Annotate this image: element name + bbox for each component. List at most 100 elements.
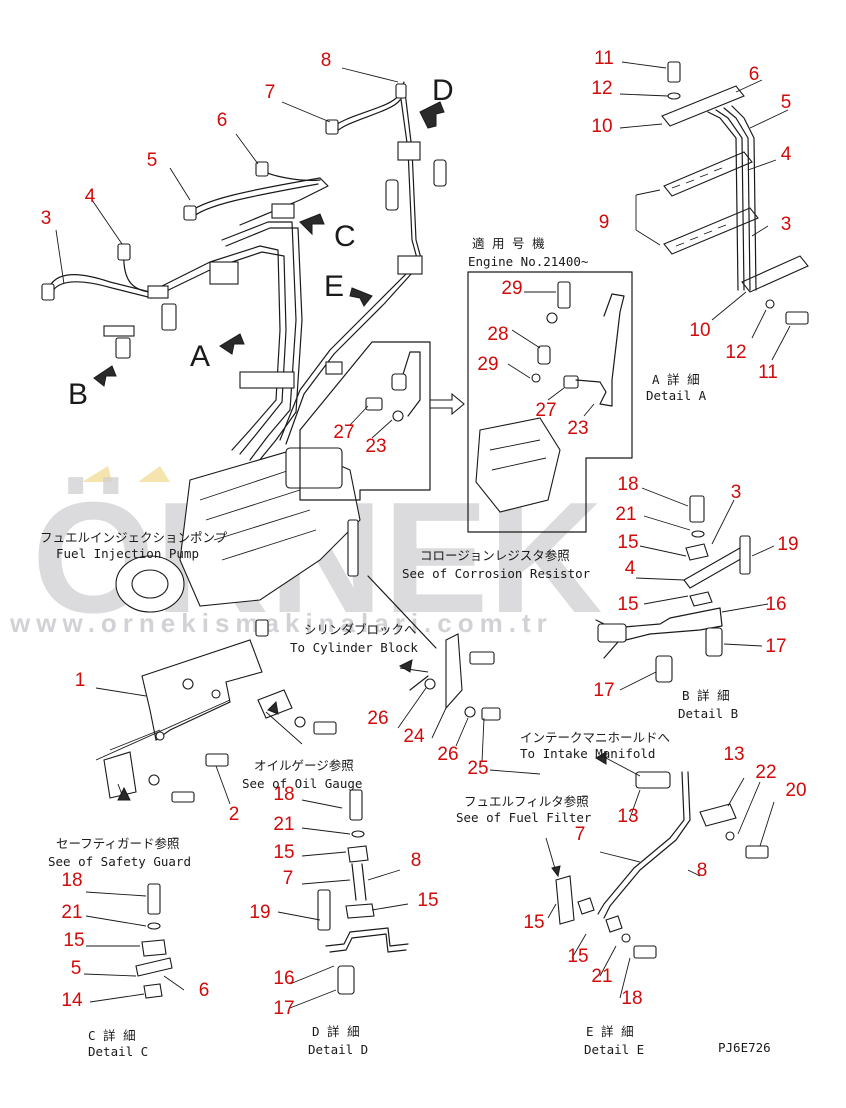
view-arrow-c (299, 213, 325, 236)
detail-b-label-en: Detail B (678, 706, 738, 721)
oil-ref-jp: オイルゲージ参照 (254, 758, 354, 773)
view-letter-d: D (432, 74, 454, 107)
applicable-label-jp: 適 用 号 機 (472, 236, 545, 251)
callout-8: 8 (321, 50, 332, 71)
callout-23: 23 (365, 436, 386, 457)
callout-23: 23 (567, 418, 588, 439)
callout-5: 5 (147, 150, 158, 171)
callout-22: 22 (755, 762, 776, 783)
pump-label-jp: フュエルインジェクションポンプ (40, 530, 228, 545)
guard-ref-jp: セーフティガード参照 (56, 836, 180, 851)
corrosion-ref-jp: コロージョンレジスタ参照 (420, 548, 570, 563)
callout-5: 5 (781, 92, 792, 113)
watermark-accent-left (82, 466, 112, 482)
detail-a-label-jp: A 詳 細 (652, 372, 700, 387)
callout-18: 18 (273, 784, 294, 805)
callout-10: 10 (591, 116, 612, 137)
callout-4: 4 (625, 558, 636, 579)
callout-29: 29 (477, 354, 498, 375)
callout-8: 8 (697, 860, 708, 881)
view-arrow-b (93, 365, 117, 387)
watermark-url: www.ornekismakinalari.com.tr (9, 608, 553, 638)
callout-15: 15 (417, 890, 438, 911)
detail-a-drawing (635, 61, 809, 325)
callout-18: 18 (61, 870, 82, 891)
callout-21: 21 (591, 966, 612, 987)
watermark-accent-right (138, 466, 170, 482)
detail-c-drawing (135, 883, 173, 999)
guard-ref-arrow (117, 786, 131, 801)
cylinder-ref-arrow (398, 659, 413, 673)
callout-15: 15 (567, 946, 588, 967)
callout-5: 5 (71, 958, 82, 979)
callout-3: 3 (41, 208, 52, 229)
callout-24: 24 (403, 726, 425, 747)
callout-19: 19 (777, 534, 798, 555)
cylinder-ref-en: To Cylinder Block (290, 640, 418, 655)
view-letter-b: B (68, 378, 88, 411)
callout-27: 27 (333, 422, 354, 443)
callout-8: 8 (411, 850, 422, 871)
detail-b-label-jp: B 詳 細 (682, 688, 730, 703)
callout-18: 18 (621, 988, 642, 1009)
callout-2: 2 (229, 804, 240, 825)
callout-26: 26 (367, 708, 388, 729)
bracket-assembly (95, 575, 501, 803)
callout-3: 3 (731, 482, 742, 503)
view-letter-e: E (324, 270, 344, 303)
view-arrow-e (349, 287, 373, 307)
callout-10: 10 (689, 320, 710, 341)
callout-4: 4 (85, 186, 96, 207)
callout-7: 7 (575, 824, 586, 845)
callout-17: 17 (273, 998, 294, 1019)
callout-16: 16 (273, 968, 294, 989)
callout-15: 15 (523, 912, 544, 933)
detail-d-drawing (317, 789, 409, 995)
view-letter-a: A (190, 340, 210, 373)
injector-nozzles (41, 83, 447, 359)
callout-6: 6 (749, 64, 760, 85)
callout-27: 27 (535, 400, 556, 421)
callout-7: 7 (283, 868, 294, 889)
filter-ref-en: See of Fuel Filter (456, 810, 592, 825)
callout-26: 26 (437, 744, 458, 765)
guard-ref-en: See of Safety Guard (48, 854, 191, 869)
callout-20: 20 (785, 780, 806, 801)
inset-pump-connection (299, 341, 465, 501)
callout-12: 12 (591, 78, 612, 99)
callout-4: 4 (781, 144, 792, 165)
inset-engine-serial (467, 271, 633, 533)
detail-b-drawing (595, 495, 751, 683)
callout-19: 19 (249, 902, 270, 923)
callout-14: 14 (61, 990, 83, 1011)
callout-13: 13 (617, 806, 638, 827)
detail-a-label-en: Detail A (646, 388, 707, 403)
cylinder-ref-jp: シリンダブロックへ (304, 622, 417, 637)
intake-ref-jp: インテークマニホールドへ (520, 730, 670, 745)
drawing-number: PJ6E726 (718, 1040, 771, 1055)
callout-25: 25 (467, 758, 488, 779)
callout-15: 15 (63, 930, 84, 951)
callout-1: 1 (75, 670, 86, 691)
callout-9: 9 (599, 212, 610, 233)
callout-3: 3 (781, 214, 792, 235)
detail-c-label-jp: C 詳 細 (88, 1028, 136, 1043)
captions: 適 用 号 機 Engine No.21400~ A 詳 細 Detail A … (40, 236, 771, 1059)
view-letter-c: C (334, 220, 356, 253)
callout-21: 21 (615, 504, 636, 525)
oil-ref-en: See of Oil Gauge (242, 776, 362, 791)
callout-28: 28 (487, 324, 508, 345)
callout-11: 11 (758, 362, 778, 383)
detail-e-drawing (555, 771, 769, 959)
filter-ref-jp: フュエルフィルタ参照 (464, 794, 589, 809)
filter-ref-arrow (551, 865, 561, 878)
callout-15: 15 (617, 594, 638, 615)
callout-15: 15 (617, 532, 638, 553)
callout-21: 21 (61, 902, 82, 923)
view-arrow-d (419, 101, 445, 129)
callout-7: 7 (265, 82, 276, 103)
callout-18: 18 (617, 474, 638, 495)
pump-label-en: Fuel Injection Pump (56, 546, 199, 561)
callout-17: 17 (593, 680, 614, 701)
